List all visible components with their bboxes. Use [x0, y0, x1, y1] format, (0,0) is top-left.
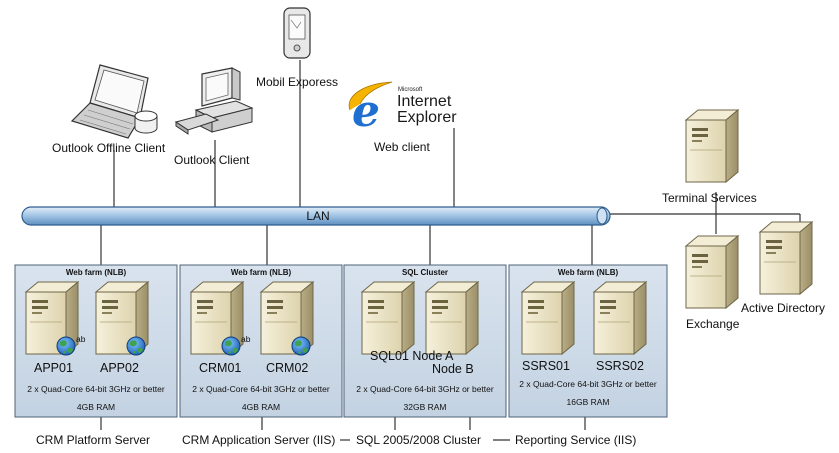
sql-cluster-label: SQL 2005/2008 Cluster — [356, 433, 481, 447]
exchange-server: Exchange — [685, 235, 740, 331]
laptop-icon — [70, 64, 158, 139]
server-name: CRM01 — [199, 361, 241, 375]
globe-icon — [221, 336, 241, 356]
ie-line2: Explorer — [397, 109, 457, 126]
exchange-label: Exchange — [686, 317, 740, 331]
outlook-offline-label: Outlook Offline Client — [52, 141, 166, 155]
pda-icon — [283, 7, 311, 59]
group-spec: 2 x Quad-Core 64-bit 3GHz or better — [356, 384, 494, 394]
group-ram: 32GB RAM — [404, 402, 447, 412]
group-spec: 2 x Quad-Core 64-bit 3GHz or better — [192, 384, 330, 394]
group-ram: 4GB RAM — [77, 402, 115, 412]
outlook-client-label: Outlook Client — [174, 153, 250, 167]
globe-icon — [291, 336, 311, 356]
crm-platform-server-label: CRM Platform Server — [36, 433, 150, 447]
group-ram: 16GB RAM — [567, 397, 610, 407]
lan-label: LAN — [306, 209, 329, 223]
server-name: SSRS02 — [596, 359, 644, 373]
desktop-computer-icon — [174, 67, 254, 135]
server-name: SQL01 Node A — [370, 349, 454, 363]
connector-lines — [100, 60, 801, 441]
group-spec: 2 x Quad-Core 64-bit 3GHz or better — [27, 384, 165, 394]
globe-icon — [56, 336, 76, 356]
group-title: SQL Cluster — [402, 268, 448, 277]
server-name: Node B — [432, 362, 474, 376]
active-directory-server: Active Directory — [741, 221, 825, 315]
internet-explorer-logo: e Microsoft Internet Explorer — [348, 81, 457, 137]
group-title: Web farm (NLB) — [558, 268, 619, 277]
group-box-crm-farm: Web farm (NLB) ab CRM01 CRM02 2 x Quad-C… — [179, 264, 343, 418]
group-title: Web farm (NLB) — [66, 268, 127, 277]
ie-microsoft-label: Microsoft — [398, 87, 423, 93]
group-box-sql-cluster: SQL Cluster SQL01 Node A Node B 2 x Quad… — [343, 264, 507, 418]
terminal-services-server: Terminal Services — [662, 109, 757, 205]
server-name: SSRS01 — [522, 359, 570, 373]
server-name: APP01 — [34, 361, 73, 375]
group-spec: 2 x Quad-Core 64-bit 3GHz or better — [519, 379, 657, 389]
group-box-reporting-farm: Web farm (NLB) SSRS01 SSRS02 2 x Quad-Co… — [508, 264, 668, 418]
mobile-label: Mobil Exporess — [256, 75, 338, 89]
group-box-app-farm: Web farm (NLB) ab APP01 APP02 2 x Quad-C… — [14, 264, 178, 418]
group-ram: 4GB RAM — [242, 402, 280, 412]
group-title: Web farm (NLB) — [231, 268, 292, 277]
active-directory-label: Active Directory — [741, 301, 825, 315]
ie-line1: Internet — [397, 93, 452, 110]
server-name: APP02 — [100, 361, 139, 375]
svg-text:ab: ab — [241, 334, 251, 344]
crm-application-server-label: CRM Application Server (IIS) — [182, 433, 335, 447]
terminal-services-label: Terminal Services — [662, 191, 757, 205]
svg-text:ab: ab — [76, 334, 86, 344]
web-client-label: Web client — [374, 140, 430, 154]
lan-bus: LAN — [21, 206, 611, 226]
server-name: CRM02 — [266, 361, 308, 375]
globe-icon — [126, 336, 146, 356]
reporting-service-label: Reporting Service (IIS) — [515, 433, 636, 447]
